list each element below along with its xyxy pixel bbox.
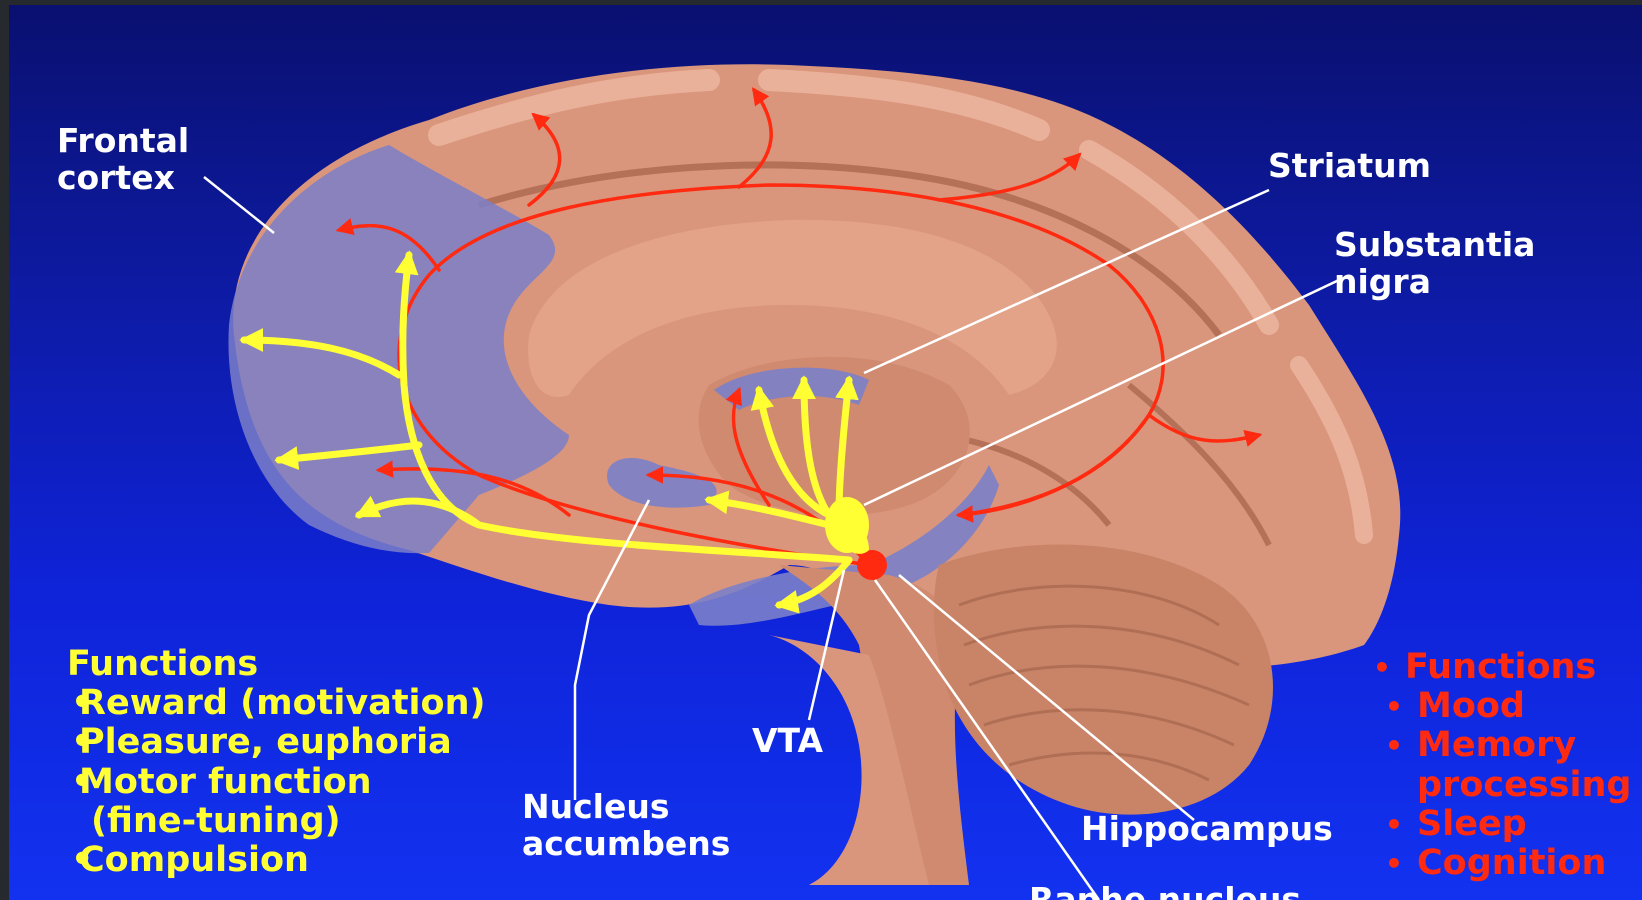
serotonin-function-item: processing: [1417, 766, 1631, 805]
label-vta: VTA: [752, 723, 823, 760]
label-frontal-cortex-line1: Frontal: [57, 121, 189, 160]
label-substantia-nigra-line1: Substantia: [1334, 225, 1535, 264]
raphe-nucleus-dot: [857, 550, 887, 580]
label-frontal-cortex-line2: cortex: [57, 158, 175, 197]
dopamine-function-item: Reward (motivation): [79, 684, 486, 723]
dopamine-functions-heading: Functions: [67, 645, 486, 684]
dopamine-function-item: Pleasure, euphoria: [79, 723, 486, 762]
label-striatum: Striatum: [1268, 148, 1431, 185]
serotonin-functions-heading: Functions: [1405, 648, 1631, 687]
serotonin-functions: Functions Mood Memory processing Sleep C…: [1409, 648, 1631, 883]
serotonin-function-item: Mood: [1417, 687, 1631, 726]
label-nucleus-accumbens-line2: accumbens: [522, 824, 730, 863]
label-nucleus-accumbens-line1: Nucleus: [522, 787, 670, 826]
serotonin-function-item: Sleep: [1417, 805, 1631, 844]
dopamine-functions: Functions Reward (motivation) Pleasure, …: [59, 645, 486, 880]
label-hippocampus: Hippocampus: [1081, 811, 1333, 848]
dopamine-function-item: Motor function: [79, 763, 486, 802]
dopamine-function-item: (fine-tuning): [91, 802, 486, 841]
serotonin-function-item: Memory: [1417, 726, 1631, 765]
label-substantia-nigra-line2: nigra: [1334, 262, 1431, 301]
dopamine-function-item: Compulsion: [79, 841, 486, 880]
serotonin-function-item: Cognition: [1417, 844, 1631, 883]
label-raphe-nucleus: Raphe nucleus: [1029, 882, 1301, 900]
